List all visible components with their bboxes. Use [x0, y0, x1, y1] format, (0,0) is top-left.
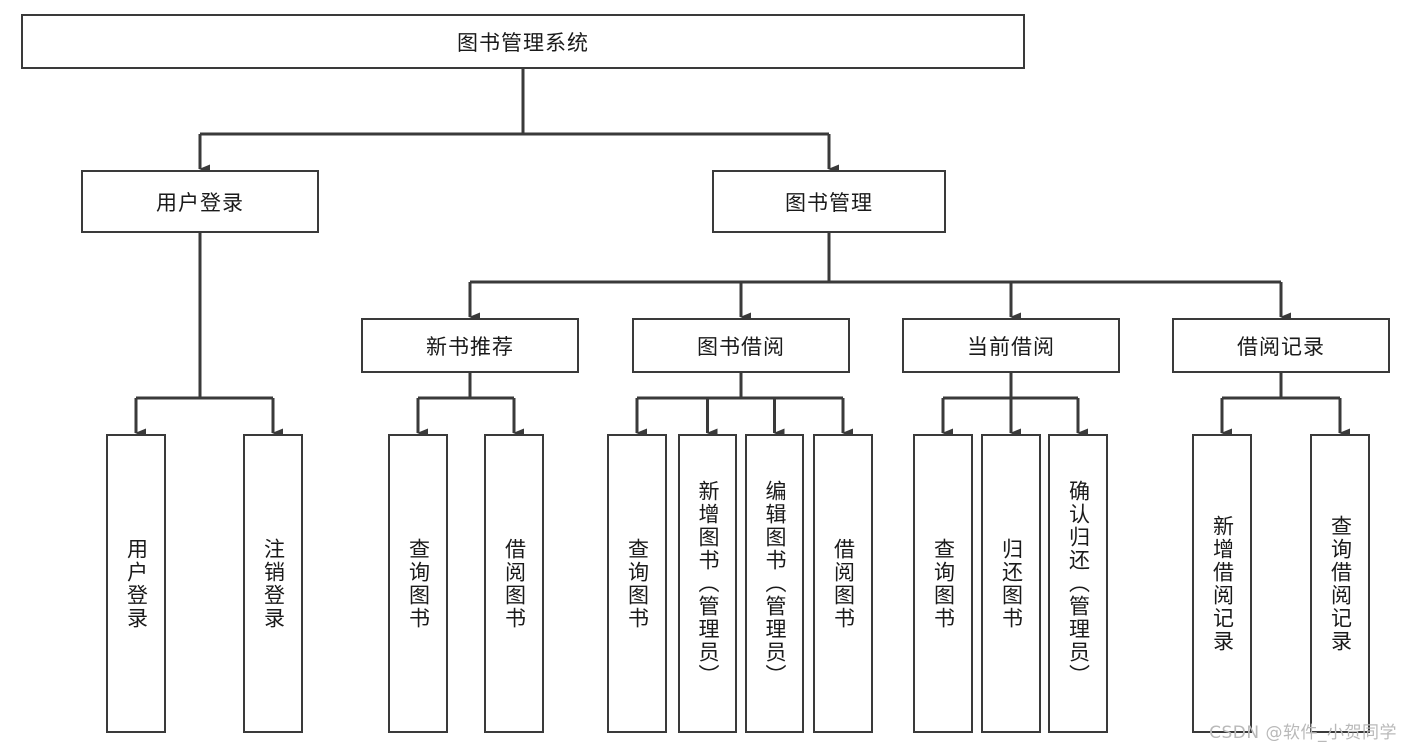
node-borrow-book-1[interactable]: 借阅图书 [484, 434, 544, 733]
node-label-query-book-2: 查询图书 [625, 537, 650, 630]
node-label-book-borrow: 图书借阅 [697, 334, 785, 359]
node-borrow-record[interactable]: 借阅记录 [1172, 318, 1390, 373]
node-label-user-logout: 注销登录 [261, 537, 286, 630]
node-label-new-book-recommend: 新书推荐 [426, 334, 514, 359]
node-label-edit-book: 编辑图书（管理员） [763, 480, 787, 687]
node-label-query-book-3: 查询图书 [931, 537, 956, 630]
node-label-query-book-1: 查询图书 [406, 537, 431, 630]
node-edit-book[interactable]: 编辑图书（管理员） [745, 434, 804, 733]
node-return-book[interactable]: 归还图书 [981, 434, 1041, 733]
node-label-borrow-book-1: 借阅图书 [502, 537, 527, 630]
node-add-borrow-record[interactable]: 新增借阅记录 [1192, 434, 1252, 733]
node-user-login-do[interactable]: 用户登录 [106, 434, 166, 733]
node-label-add-borrow-record: 新增借阅记录 [1210, 514, 1235, 653]
node-current-borrow[interactable]: 当前借阅 [902, 318, 1120, 373]
node-borrow-book-2[interactable]: 借阅图书 [813, 434, 873, 733]
node-label-borrow-book-2: 借阅图书 [831, 537, 856, 630]
node-user-login[interactable]: 用户登录 [81, 170, 319, 233]
node-label-return-book: 归还图书 [999, 537, 1024, 630]
node-label-query-borrow-record: 查询借阅记录 [1328, 514, 1353, 653]
node-query-borrow-record[interactable]: 查询借阅记录 [1310, 434, 1370, 733]
node-label-confirm-return: 确认归还（管理员） [1066, 480, 1091, 687]
node-query-book-3[interactable]: 查询图书 [913, 434, 973, 733]
node-book-manage[interactable]: 图书管理 [712, 170, 946, 233]
node-new-book-recommend[interactable]: 新书推荐 [361, 318, 579, 373]
node-label-book-manage: 图书管理 [785, 190, 873, 215]
node-label-user-login-do: 用户登录 [124, 537, 149, 630]
node-label-current-borrow: 当前借阅 [967, 334, 1055, 359]
node-confirm-return[interactable]: 确认归还（管理员） [1048, 434, 1108, 733]
node-query-book-1[interactable]: 查询图书 [388, 434, 448, 733]
node-label-add-book: 新增图书（管理员） [696, 480, 720, 687]
node-root[interactable]: 图书管理系统 [21, 14, 1025, 69]
node-label-root: 图书管理系统 [457, 30, 589, 55]
node-label-user-login: 用户登录 [156, 190, 244, 215]
node-add-book[interactable]: 新增图书（管理员） [678, 434, 737, 733]
node-book-borrow[interactable]: 图书借阅 [632, 318, 850, 373]
node-label-borrow-record: 借阅记录 [1237, 334, 1325, 359]
node-user-logout[interactable]: 注销登录 [243, 434, 303, 733]
node-query-book-2[interactable]: 查询图书 [607, 434, 667, 733]
